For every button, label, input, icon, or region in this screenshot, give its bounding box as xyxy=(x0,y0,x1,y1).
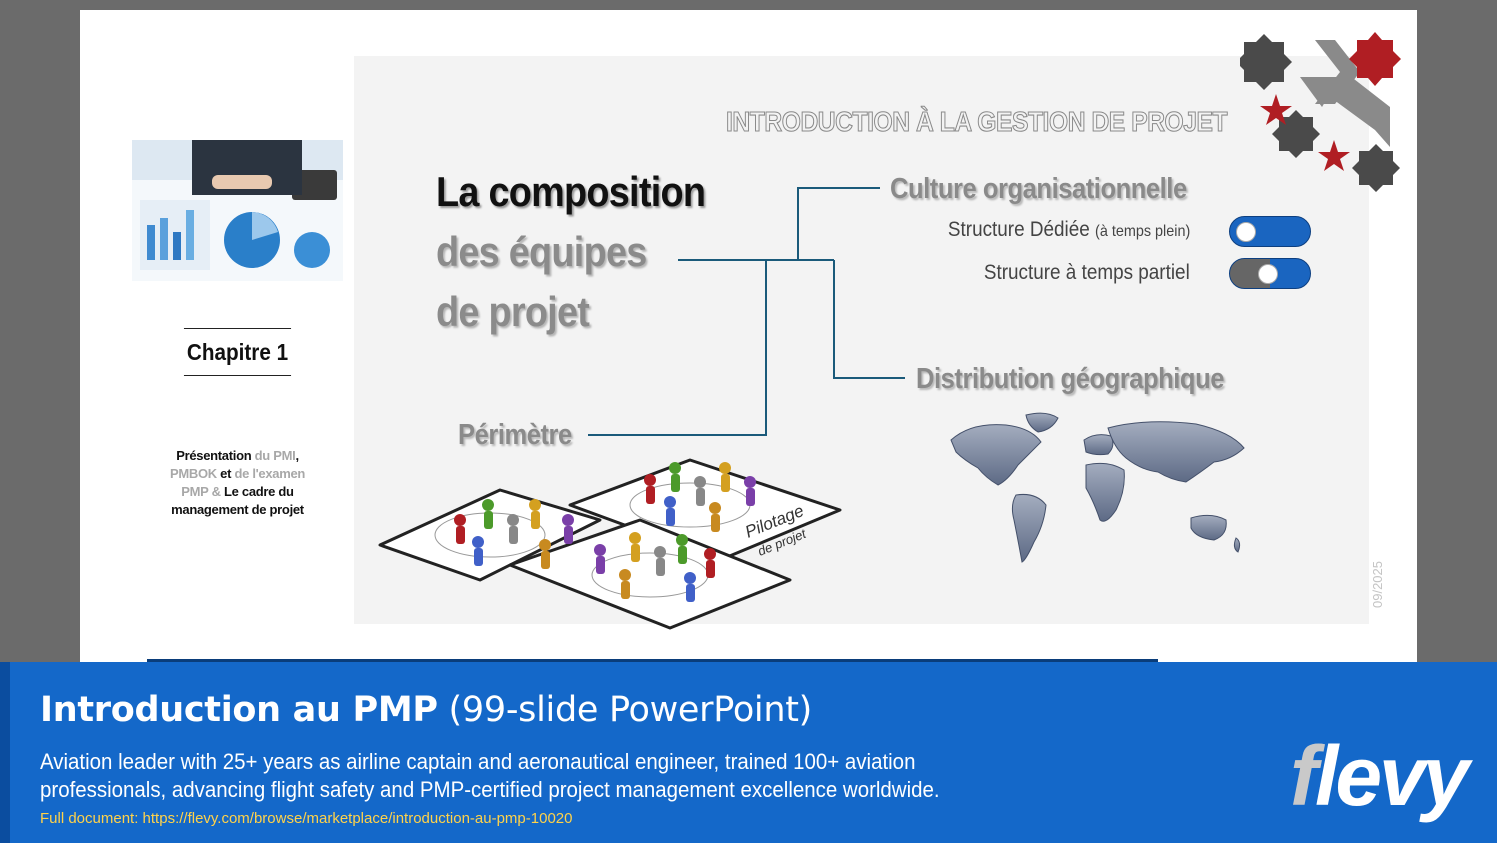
date-stamp: 09/2025 xyxy=(1370,561,1385,608)
desc-part: management de projet xyxy=(171,502,304,517)
finance-photo xyxy=(132,140,343,281)
document-link[interactable]: Full document: https://flevy.com/browse/… xyxy=(40,810,573,827)
desc-part: Le cadre du xyxy=(224,484,294,499)
heading-line-2: des équipes xyxy=(436,228,647,275)
partial-structure-label: Structure à temps partiel xyxy=(984,261,1190,284)
flevy-logo[interactable]: flevy xyxy=(1290,728,1469,825)
logo-letter-f: f xyxy=(1290,729,1318,823)
culture-label: Culture organisationnelle xyxy=(890,173,1187,205)
brand-stars-decoration xyxy=(1240,32,1401,192)
desc-part: PMBOK xyxy=(169,466,217,481)
perimeter-label: Périmètre xyxy=(458,419,572,451)
team-network-illustration: Pilotage de projet xyxy=(378,458,842,630)
dedicated-structure-label: Structure Dédiée (à temps plein) xyxy=(948,218,1190,242)
document-title: Introduction au PMP (99-slide PowerPoint… xyxy=(40,690,812,730)
desc-part: du PMI xyxy=(251,448,296,463)
toggle-knob xyxy=(1236,222,1256,242)
slide: Chapitre 1 Présentation du PMI, PMBOK et… xyxy=(80,10,1417,662)
info-banner: Introduction au PMP (99-slide PowerPoint… xyxy=(0,662,1497,843)
logo-letters-rest: levy xyxy=(1314,729,1469,823)
connector-lines xyxy=(588,187,905,436)
distribution-label: Distribution géographique xyxy=(916,363,1224,395)
dedicated-note: (à temps plein) xyxy=(1094,223,1190,240)
heading-line-1: La composition xyxy=(436,168,706,215)
document-title-light: (99-slide PowerPoint) xyxy=(437,690,813,730)
toggle-knob xyxy=(1258,264,1278,284)
dedicated-toggle[interactable] xyxy=(1229,216,1311,247)
author-description: Aviation leader with 25+ years as airlin… xyxy=(40,749,940,802)
document-title-bold: Introduction au PMP xyxy=(40,690,438,730)
desc-part: Présentation xyxy=(176,448,252,463)
dedicated-text: Structure Dédiée xyxy=(947,218,1090,241)
desc-part: , xyxy=(295,448,299,463)
desc-part: PMP & xyxy=(181,484,225,499)
chapter-label: Chapitre 1 xyxy=(183,328,292,376)
heading-line-3: de projet xyxy=(436,288,590,335)
partial-toggle[interactable] xyxy=(1229,258,1311,289)
banner-accent-strip xyxy=(0,662,10,843)
desc-part: et xyxy=(216,466,235,481)
world-map-illustration xyxy=(950,412,1245,563)
slide-bottom-rule xyxy=(147,659,1158,663)
chapter-description: Présentation du PMI, PMBOK et de l'exame… xyxy=(160,447,315,519)
desc-part: de l'examen xyxy=(234,466,306,481)
section-overtitle: INTRODUCTION À LA GESTION DE PROJET xyxy=(726,105,1229,137)
